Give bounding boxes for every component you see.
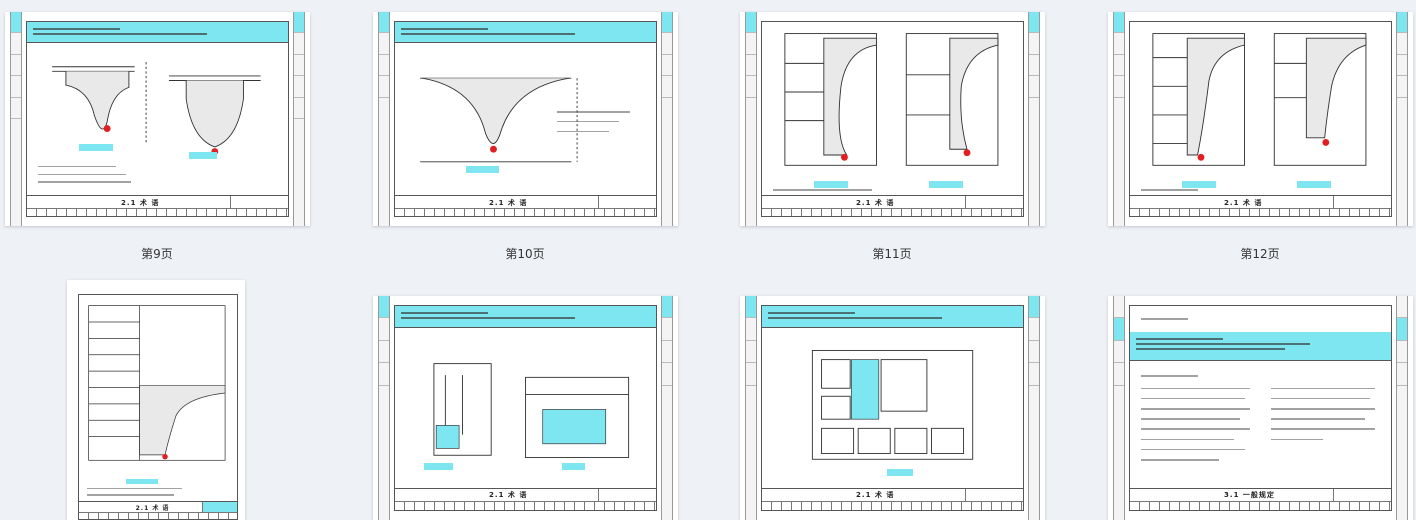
page-title: 3.1 一般规定 [1224,491,1275,500]
page-preview: 2.1 术 语 [373,296,678,520]
section-header-bar [27,21,288,43]
page-preview: 2.1 术 语 [1108,12,1413,226]
technical-drawing [784,33,999,167]
title-block: 2.1 术 语 [1130,195,1391,217]
title-block: 2.1 术 语 [78,501,237,519]
figure-caption [465,165,500,173]
figure-caption [79,144,114,152]
page-title: 2.1 术 语 [856,198,895,207]
figure-caption [423,463,453,471]
figure-caption [814,181,849,189]
page-preview: 3.1 一般规定 [1108,296,1413,520]
page-title: 2.1 术 语 [489,491,528,500]
title-block: 2.1 术 语 [762,487,1023,511]
page-label: 第10页 [505,247,545,261]
section-header-bar [395,21,656,43]
figure-caption [1182,181,1217,189]
figure-caption [561,463,586,471]
section-header-bar [762,305,1023,329]
figure-caption [126,478,158,485]
figure-caption [1296,181,1331,189]
title-block: 2.1 术 语 [27,195,288,217]
side-nav-strip [293,12,306,226]
page-preview: 2.1 术 语 [740,296,1045,520]
figure-caption [887,469,914,477]
page-title: 2.1 术 语 [135,504,170,512]
section-header-bar [395,305,656,329]
technical-drawing [420,77,578,162]
page-preview: 2.1 术 语 [5,12,310,226]
page-preview: 2.1 术 语 [67,280,245,520]
page-preview: 2.1 术 语 [740,12,1045,226]
technical-drawing [88,305,226,461]
technical-drawing [52,61,261,155]
page-preview: 2.1 术 语 [373,12,678,226]
section-header-bar [1130,332,1391,362]
technical-drawing [1152,33,1367,167]
title-block: 3.1 一般规定 [1130,487,1391,511]
title-block: 2.1 术 语 [395,487,656,511]
figure-caption [928,181,963,189]
page-title: 2.1 术 语 [489,198,528,207]
title-block: 2.1 术 语 [762,195,1023,217]
technical-drawing [433,362,630,458]
page-label: 第12页 [1240,247,1280,261]
page-label: 第11页 [872,247,912,261]
technical-drawing [811,349,974,460]
side-nav-strip [9,12,22,226]
page-title: 2.1 术 语 [1224,198,1263,207]
page-title: 2.1 术 语 [121,198,160,207]
page-label: 第9页 [141,247,173,261]
page-title: 2.1 术 语 [856,491,895,500]
title-block: 2.1 术 语 [395,195,656,217]
figure-caption [188,152,218,159]
